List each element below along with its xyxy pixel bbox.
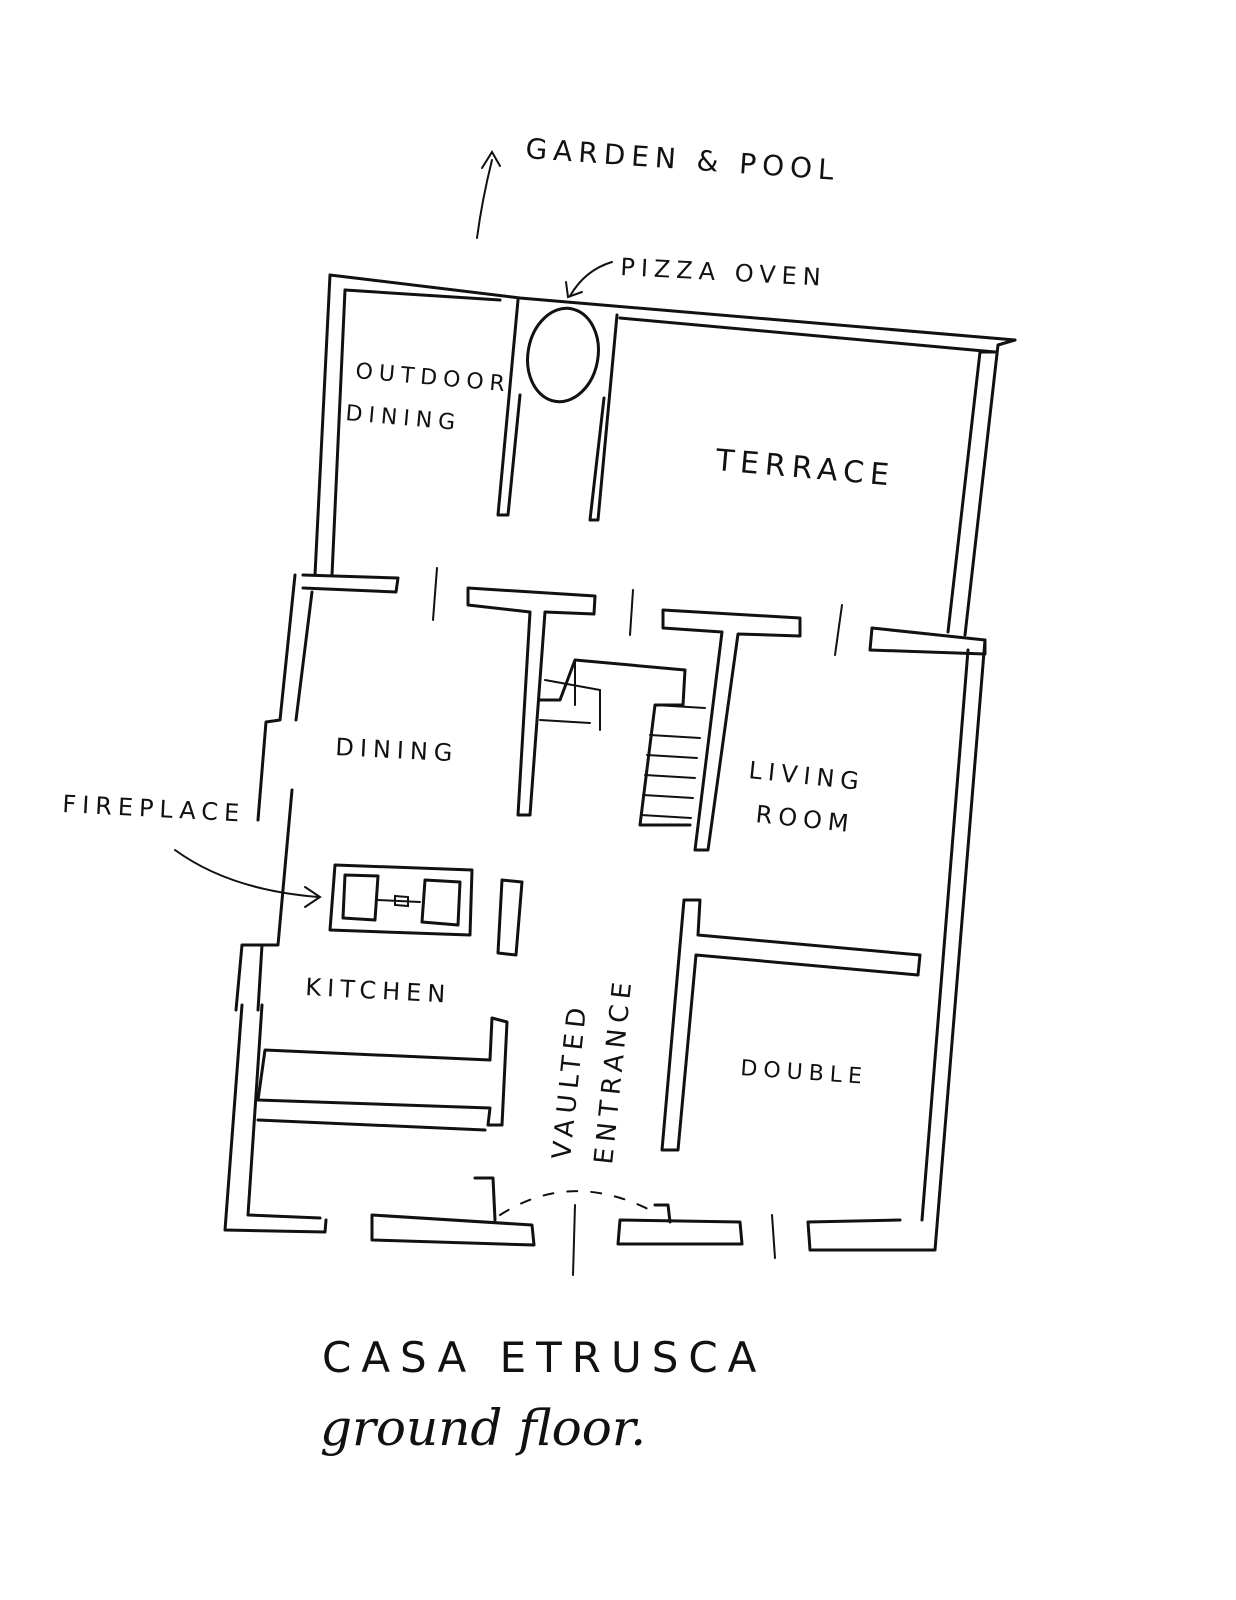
label-vaulted: VAULTED <box>547 1000 593 1160</box>
label-terrace: TERRACE <box>713 443 896 494</box>
plan-subtitle: ground floor. <box>320 1399 646 1457</box>
label-entrance: ENTRANCE <box>589 975 639 1166</box>
pizza-oven-icon <box>526 306 600 404</box>
label-kitchen: KITCHEN <box>305 973 452 1009</box>
label-pizza-oven: PIZZA OVEN <box>620 253 828 292</box>
interior-walls <box>256 298 987 1152</box>
outer-walls <box>223 273 1017 1276</box>
label-room: ROOM <box>754 800 856 838</box>
label-living: LIVING <box>747 756 866 796</box>
label-outdoor-dining: DINING <box>344 401 462 436</box>
label-fireplace: FIREPLACE <box>62 790 246 828</box>
label-garden-pool: GARDEN & POOL <box>525 132 841 187</box>
label-outdoor: OUTDOOR <box>354 359 511 397</box>
plan-title: CASA ETRUSCA <box>322 1333 766 1382</box>
label-dining: DINING <box>335 733 459 767</box>
garden-arrow-icon <box>476 150 501 239</box>
pizza-oven-arrow-icon <box>565 261 613 299</box>
fireplace-arrow-icon <box>174 849 322 908</box>
label-double: DOUBLE <box>740 1056 869 1090</box>
